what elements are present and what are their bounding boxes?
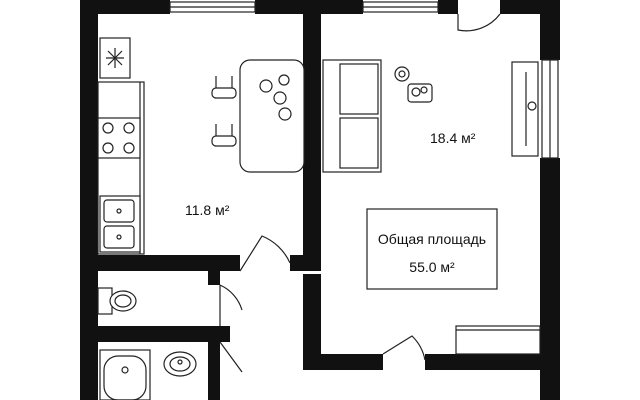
total-area-box: Общая площадь 55.0 м²: [366, 208, 498, 290]
door-icon: [219, 235, 426, 373]
chair: [211, 76, 237, 147]
sofa: [322, 59, 382, 173]
toilet-icon: [97, 287, 137, 315]
window-icon: [169, 1, 559, 159]
dining-table: [239, 59, 305, 173]
total-area-label: Общая площадь: [378, 231, 486, 247]
kitchen-area-label: 11.8 м²: [185, 202, 230, 218]
bathtub-icon: [99, 349, 151, 400]
total-area-value: 55.0 м²: [409, 259, 455, 275]
sink-icon: [99, 195, 141, 253]
sink-icon: [163, 351, 197, 377]
walls: [80, 0, 560, 400]
living-room-area-label: 18.4 м²: [430, 130, 476, 146]
dresser: [455, 325, 541, 355]
stove-icon: [97, 117, 141, 159]
plant-icon: [394, 66, 433, 103]
snowflake-icon: [99, 37, 131, 79]
tv-unit: [511, 61, 539, 157]
door-icon: [457, 13, 501, 32]
